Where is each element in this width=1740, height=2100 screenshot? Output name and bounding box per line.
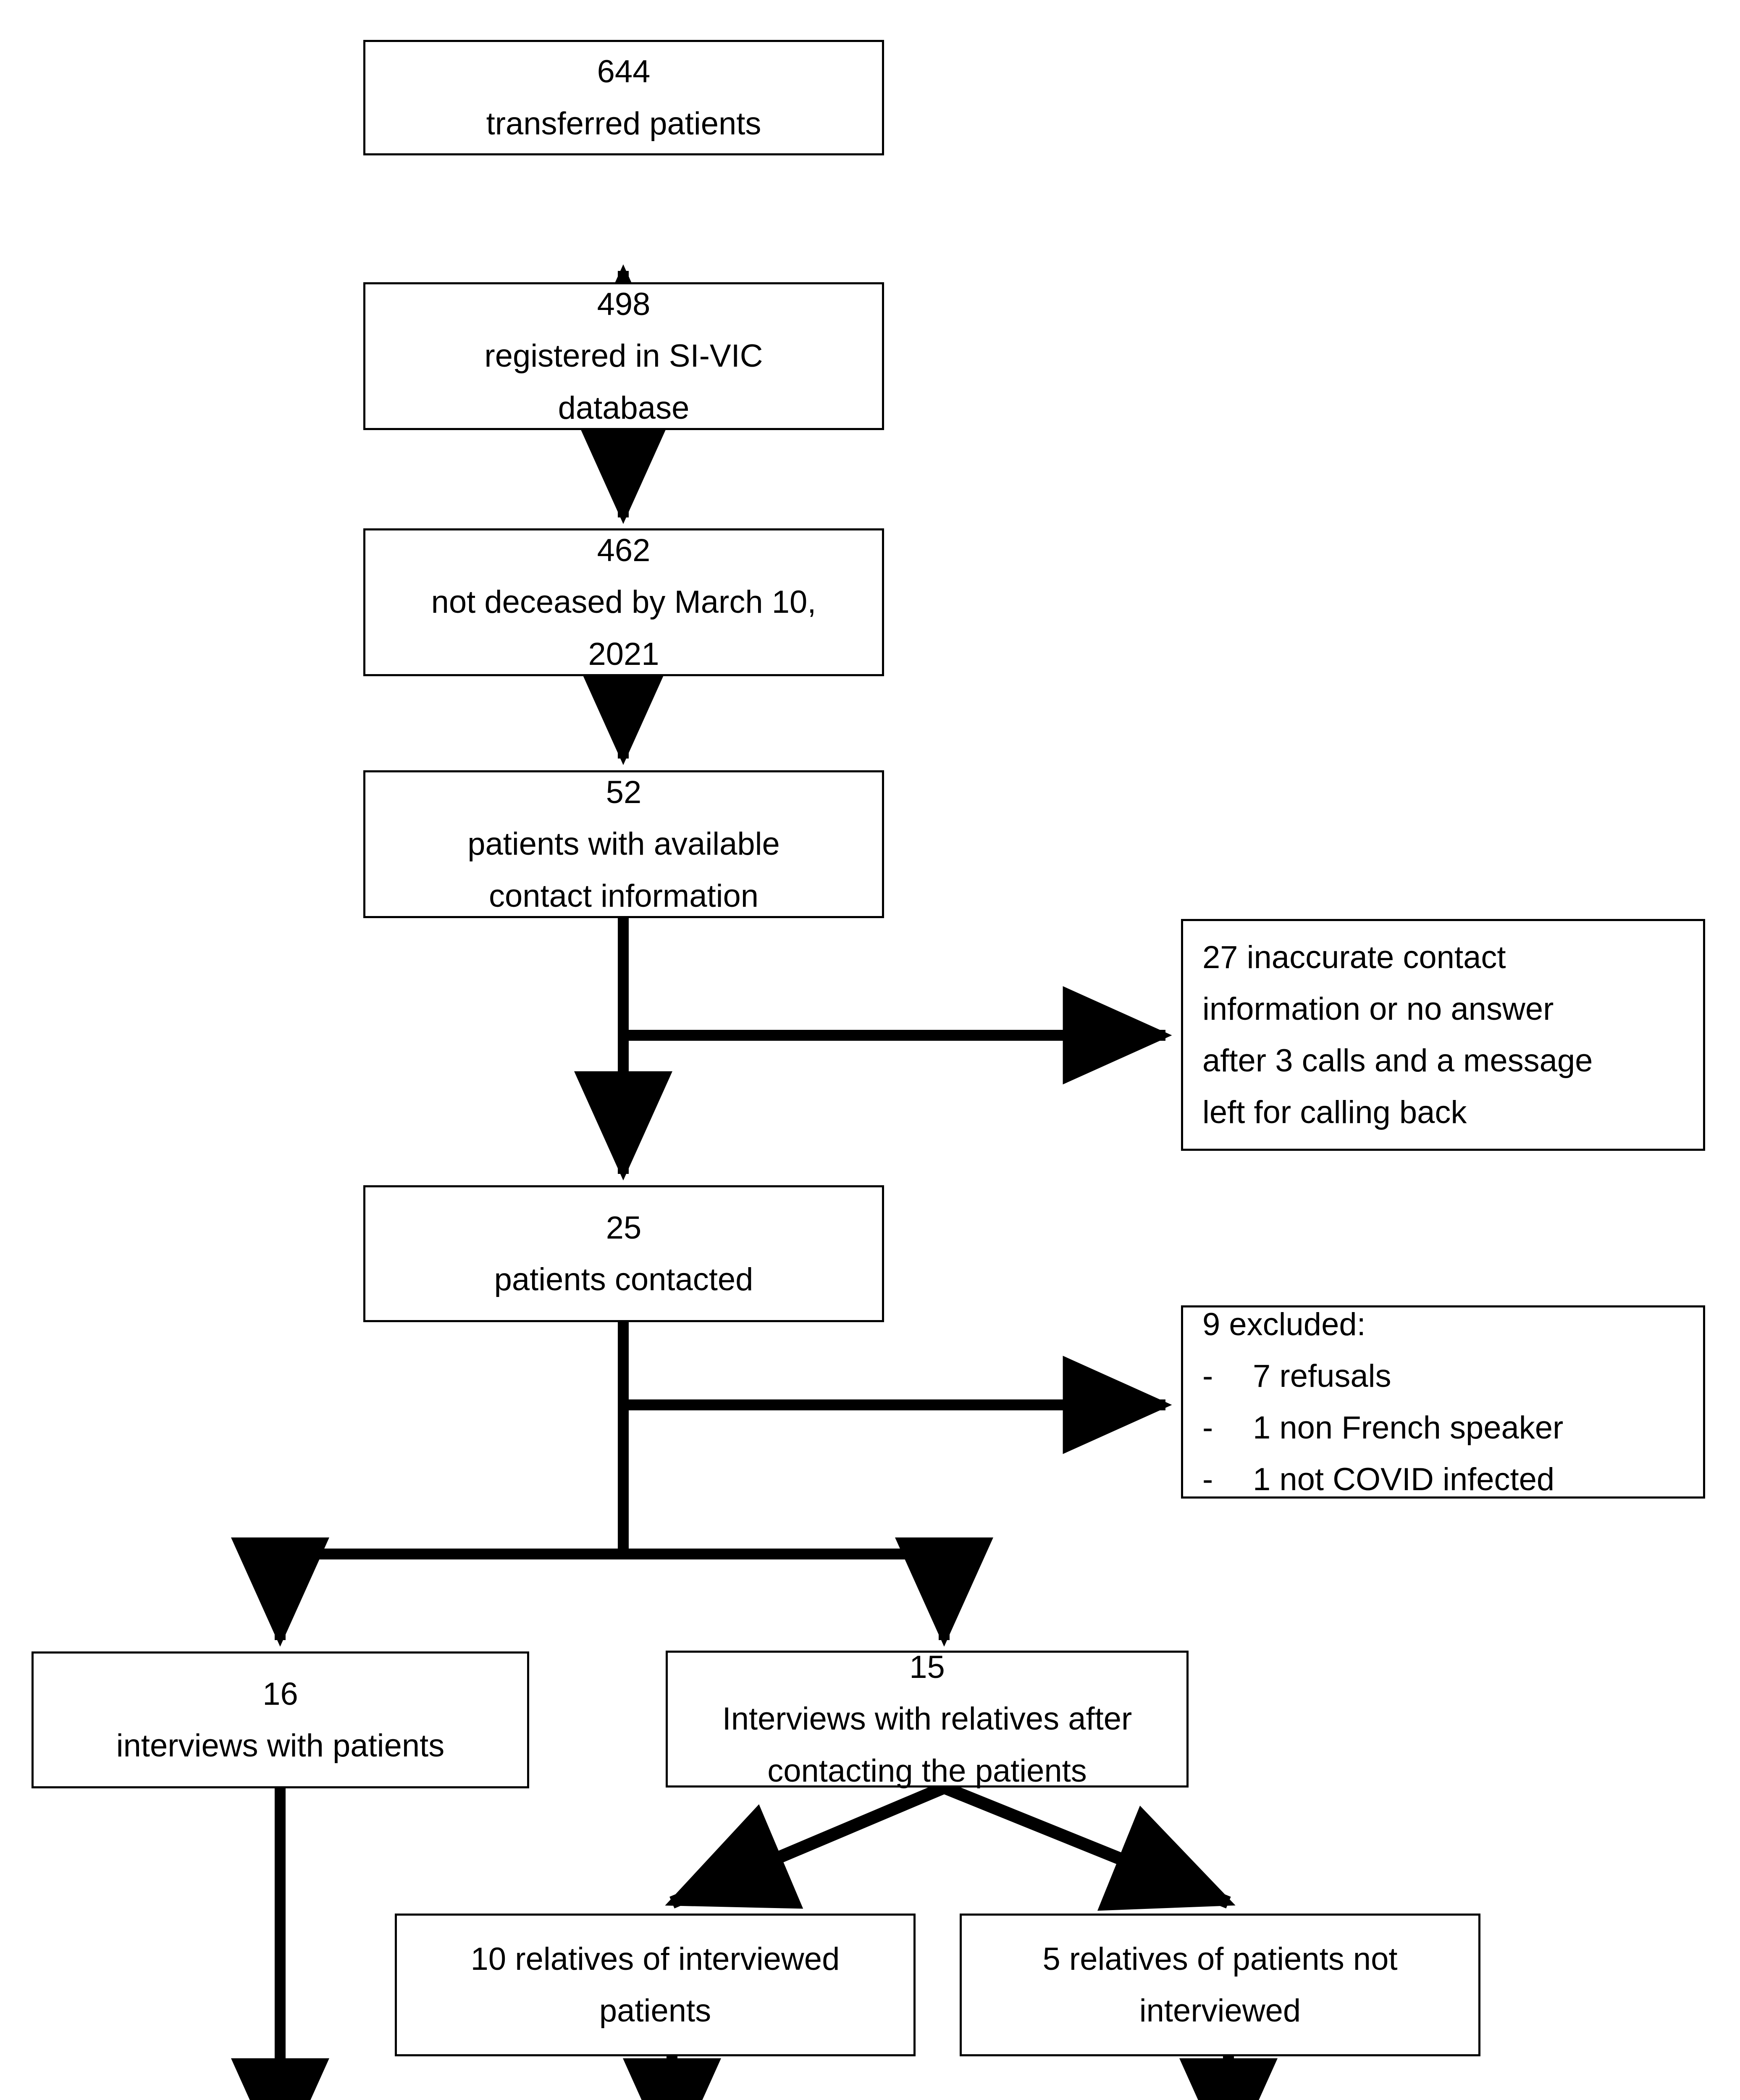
node-line: 52 — [606, 774, 642, 811]
bullet-dash-icon: - — [1202, 1358, 1213, 1394]
node-line: 16 — [262, 1676, 298, 1712]
node-line: interviews with patients — [116, 1728, 445, 1764]
excluded-item: - 7 refusals — [1202, 1350, 1391, 1402]
node-interviews-with-relatives[interactable]: 15 Interviews with relatives after conta… — [666, 1649, 1189, 1789]
excluded-item: - 1 not COVID infected — [1202, 1454, 1554, 1505]
node-line: registered in SI-VIC — [484, 338, 763, 374]
node-registered-si-vic[interactable]: 498 registered in SI-VIC database — [363, 282, 884, 430]
node-line: 462 — [597, 533, 651, 569]
node-line: 25 — [606, 1210, 642, 1246]
node-line: 498 — [597, 286, 651, 323]
node-line: 2021 — [588, 636, 659, 672]
excluded-item-label: 1 not COVID infected — [1253, 1462, 1555, 1498]
node-line: 5 relatives of patients not — [1042, 1941, 1398, 1977]
node-relatives-of-patients-not-interviewed[interactable]: 5 relatives of patients not interviewed — [960, 1914, 1480, 2056]
node-line: Interviews with relatives after — [722, 1701, 1132, 1737]
bullet-dash-icon: - — [1202, 1462, 1213, 1498]
node-excluded[interactable]: 9 excluded: - 7 refusals - 1 non French … — [1181, 1305, 1705, 1499]
node-line: 10 relatives of interviewed — [470, 1941, 840, 1977]
node-inaccurate-contact-information[interactable]: 27 inaccurate contact information or no … — [1181, 919, 1705, 1151]
node-line: not deceased by March 10, — [431, 584, 816, 620]
node-line: patients with available — [467, 826, 780, 862]
node-interviews-with-patients[interactable]: 16 interviews with patients — [31, 1651, 529, 1788]
node-line: left for calling back — [1202, 1095, 1467, 1131]
node-line: interviewed — [1139, 1993, 1301, 2029]
node-line: contact information — [488, 878, 759, 914]
node-line: transferred patients — [486, 105, 761, 142]
node-available-contact-information[interactable]: 52 patients with available contact infor… — [363, 770, 884, 918]
arrow-to-relatives-not-interviewed — [942, 1782, 1236, 1911]
excluded-item-label: 7 refusals — [1253, 1358, 1391, 1394]
node-line: information or no answer — [1202, 991, 1554, 1027]
node-line: contacting the patients — [767, 1753, 1087, 1789]
bullet-dash-icon: - — [1202, 1410, 1213, 1446]
node-relatives-of-interviewed-patients[interactable]: 10 relatives of interviewed patients — [395, 1914, 916, 2056]
node-not-deceased[interactable]: 462 not deceased by March 10, 2021 — [363, 528, 884, 676]
node-patients-contacted[interactable]: 25 patients contacted — [363, 1185, 884, 1322]
excluded-heading: 9 excluded: — [1202, 1306, 1366, 1342]
node-line: after 3 calls and a message — [1202, 1043, 1593, 1079]
excluded-item: - 1 non French speaker — [1202, 1402, 1563, 1454]
node-line: patients — [599, 1993, 711, 2029]
node-line: 644 — [597, 54, 651, 90]
node-transferred-patients[interactable]: 644 transferred patients — [363, 40, 884, 155]
node-line: 15 — [909, 1649, 945, 1685]
node-line: database — [558, 390, 690, 426]
excluded-item-label: 1 non French speaker — [1253, 1410, 1564, 1446]
arrow-to-relatives-interviewed — [665, 1782, 947, 1909]
node-line: 27 inaccurate contact — [1202, 939, 1506, 975]
node-line: patients contacted — [494, 1262, 753, 1297]
